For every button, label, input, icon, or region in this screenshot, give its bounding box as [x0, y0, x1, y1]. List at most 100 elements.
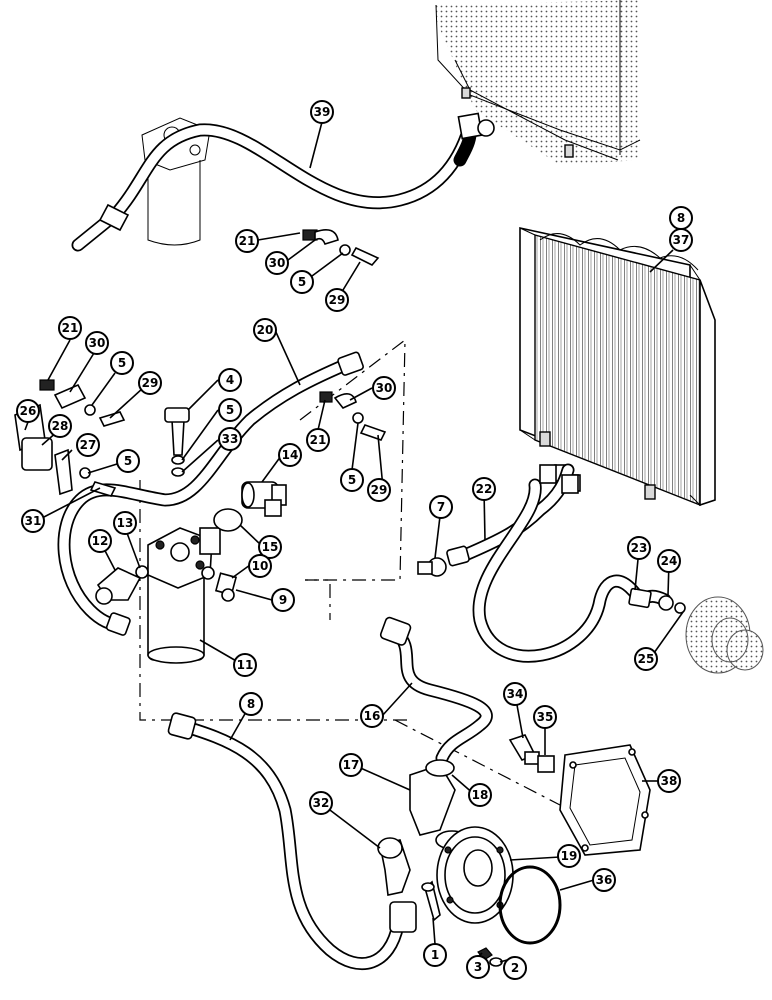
- hose-23: [628, 587, 672, 609]
- svg-text:21: 21: [310, 433, 327, 447]
- callout-30: 30: [265, 251, 289, 275]
- svg-text:8: 8: [677, 211, 685, 225]
- callout-5: 5: [116, 449, 140, 473]
- callout-5: 5: [218, 398, 242, 422]
- svg-text:21: 21: [239, 234, 256, 248]
- svg-text:26: 26: [20, 404, 37, 418]
- valve-parts: [508, 734, 555, 773]
- svg-text:27: 27: [80, 438, 97, 452]
- svg-text:29: 29: [142, 376, 159, 390]
- svg-text:3: 3: [474, 960, 482, 974]
- svg-text:30: 30: [89, 336, 106, 350]
- svg-text:9: 9: [279, 593, 287, 607]
- callout-9: 9: [271, 588, 295, 612]
- callout-7: 8: [239, 692, 263, 716]
- svg-text:11: 11: [237, 658, 254, 672]
- svg-text:5: 5: [348, 473, 356, 487]
- callout-14: 14: [278, 443, 302, 467]
- callout-21: 21: [306, 428, 330, 452]
- callout-27: 27: [76, 433, 100, 457]
- hose-20: [57, 351, 364, 636]
- callout-3: 3: [466, 955, 490, 979]
- svg-text:31: 31: [25, 514, 42, 528]
- background-radiator: [435, 0, 641, 165]
- callout-15: 15: [258, 535, 282, 559]
- compressor-fitting: [658, 595, 764, 674]
- o-ring-31: [498, 865, 562, 945]
- svg-text:30: 30: [376, 381, 393, 395]
- callout-20: 20: [253, 318, 277, 342]
- svg-text:29: 29: [329, 293, 346, 307]
- callout-8: 8: [669, 206, 693, 230]
- callout-5: 5: [290, 270, 314, 294]
- callout-31: 36: [592, 868, 616, 892]
- clips-mid-left: [14, 379, 126, 497]
- callout-2: 2: [503, 956, 527, 980]
- callout-16: 16: [360, 704, 384, 728]
- svg-text:8: 8: [247, 697, 255, 711]
- callout-37: 37: [669, 228, 693, 252]
- callout-18: 18: [468, 783, 492, 807]
- svg-text:7: 7: [437, 500, 445, 514]
- callout-38: 38: [657, 769, 681, 793]
- svg-text:5: 5: [124, 454, 132, 468]
- svg-text:4: 4: [226, 373, 234, 387]
- clips-top: [302, 229, 380, 266]
- callout-33: 32: [309, 791, 333, 815]
- svg-text:16: 16: [364, 709, 381, 723]
- svg-text:17: 17: [343, 758, 360, 772]
- svg-text:23: 23: [631, 541, 648, 555]
- callouts: 39 21 30 5 29 8 37 21 30 5 29 26 28 27 5…: [16, 100, 693, 980]
- svg-text:25: 25: [638, 652, 655, 666]
- callout-26: 26: [16, 399, 40, 423]
- callout-29: 29: [367, 478, 391, 502]
- svg-text:1: 1: [431, 948, 439, 962]
- svg-text:14: 14: [282, 448, 299, 462]
- callout-1: 1: [423, 943, 447, 967]
- svg-text:5: 5: [118, 356, 126, 370]
- callout-11: 11: [233, 653, 257, 677]
- hose-7: [167, 712, 417, 971]
- svg-text:24: 24: [661, 554, 678, 568]
- condenser: [519, 227, 716, 507]
- svg-text:39: 39: [314, 105, 331, 119]
- callout-19: 19: [557, 844, 581, 868]
- callout-39: 39: [310, 100, 334, 124]
- callout-28: 28: [48, 414, 72, 438]
- svg-text:30: 30: [269, 256, 286, 270]
- callout-6: 7: [429, 495, 453, 519]
- hose-22: [417, 463, 647, 663]
- svg-text:13: 13: [117, 516, 134, 530]
- elbow-14: [213, 481, 287, 532]
- callout-5: 5: [340, 468, 364, 492]
- callout-4: 4: [218, 368, 242, 392]
- svg-text:37: 37: [673, 233, 690, 247]
- plate-19: [436, 826, 514, 924]
- svg-text:18: 18: [472, 788, 489, 802]
- callout-12: 12: [88, 529, 112, 553]
- callout-23: 23: [627, 536, 651, 560]
- callout-22: 22: [472, 477, 496, 501]
- callout-35: 34: [503, 682, 527, 706]
- callout-10: 10: [248, 554, 272, 578]
- callout-32: 31: [21, 509, 45, 533]
- svg-text:15: 15: [262, 540, 279, 554]
- callout-30: 30: [85, 331, 109, 355]
- receiver-drier: [147, 527, 221, 664]
- svg-text:19: 19: [561, 849, 578, 863]
- callout-36: 35: [533, 705, 557, 729]
- svg-text:10: 10: [252, 559, 269, 573]
- assembly-outline: [139, 338, 561, 806]
- svg-text:21: 21: [62, 321, 79, 335]
- cover-38: [559, 744, 651, 856]
- callout-25: 25: [634, 647, 658, 671]
- callout-34: 33: [218, 427, 242, 451]
- svg-text:20: 20: [257, 323, 274, 337]
- svg-text:35: 35: [537, 710, 554, 724]
- callout-5: 5: [110, 351, 134, 375]
- callout-30: 30: [372, 376, 396, 400]
- hose-39: [71, 112, 495, 252]
- svg-text:29: 29: [371, 483, 388, 497]
- svg-text:38: 38: [661, 774, 678, 788]
